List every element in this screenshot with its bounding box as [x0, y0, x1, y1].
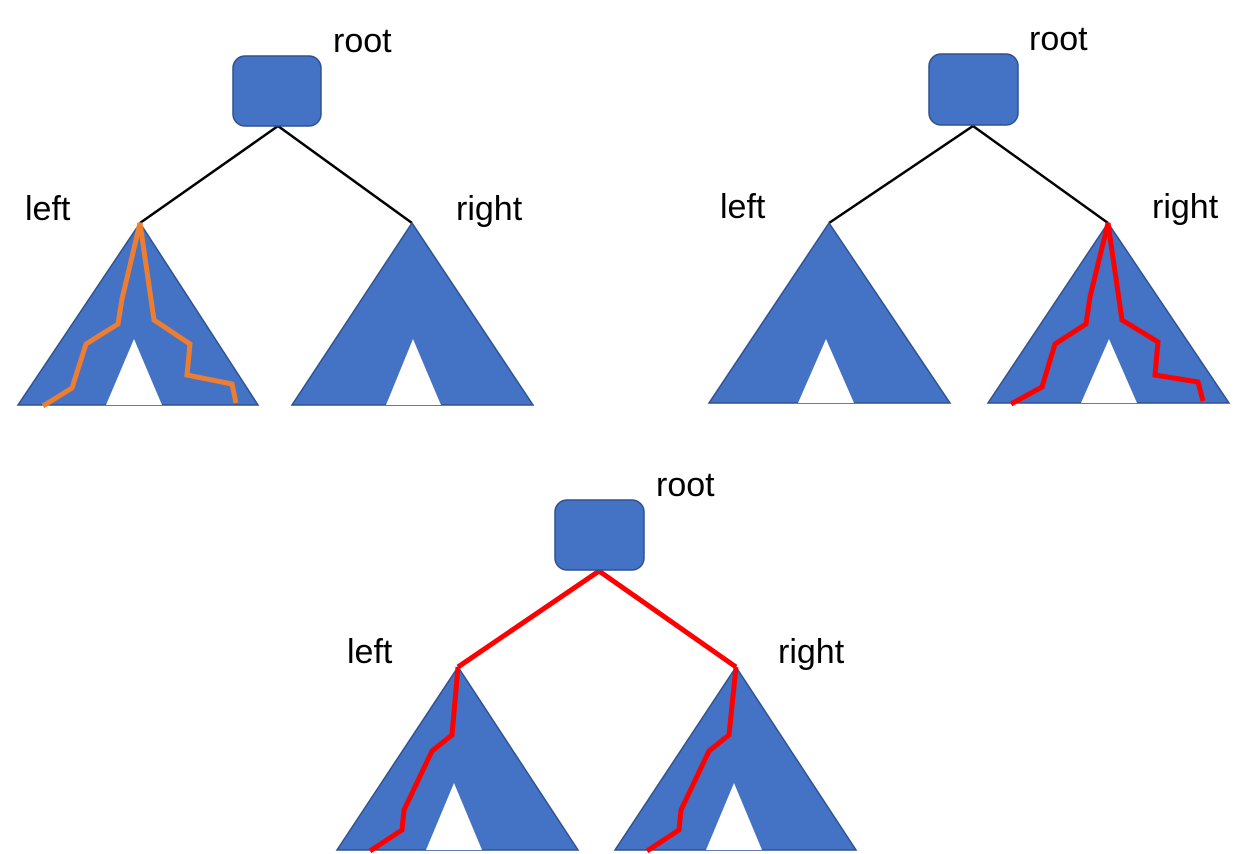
path-through-root [456, 567, 738, 670]
root-node [554, 499, 645, 571]
left-label: left [25, 190, 71, 228]
path-segment-left-subtree [368, 666, 461, 854]
right-subtree-hole [386, 339, 441, 405]
right-label: right [1152, 188, 1219, 226]
right-subtree-hole [1081, 339, 1137, 403]
edge-root-right [277, 124, 413, 225]
left-label: left [720, 188, 766, 226]
root-label: root [333, 22, 392, 60]
root-label: root [656, 466, 715, 504]
left-subtree-hole [426, 783, 482, 850]
path-in-left-subtree [41, 222, 239, 409]
tree-diagram-root-path: root left right [335, 466, 858, 854]
edge-root-left [139, 124, 279, 225]
root-node [232, 55, 322, 127]
right-label: right [778, 633, 845, 671]
path-segment-right-subtree [645, 666, 739, 854]
root-node [928, 53, 1019, 126]
path-in-right-subtree [1009, 222, 1206, 407]
tree-diagram-right-path: root left right [707, 20, 1231, 407]
root-label: root [1029, 20, 1088, 58]
edge-root-left [828, 124, 974, 225]
left-label: left [347, 633, 393, 671]
right-subtree-hole [706, 783, 762, 850]
left-subtree-hole [798, 339, 854, 403]
edge-root-right [972, 124, 1109, 225]
tree-diagram-left-path: root left right [16, 22, 535, 409]
left-subtree-hole [106, 339, 162, 405]
right-label: right [456, 190, 523, 228]
